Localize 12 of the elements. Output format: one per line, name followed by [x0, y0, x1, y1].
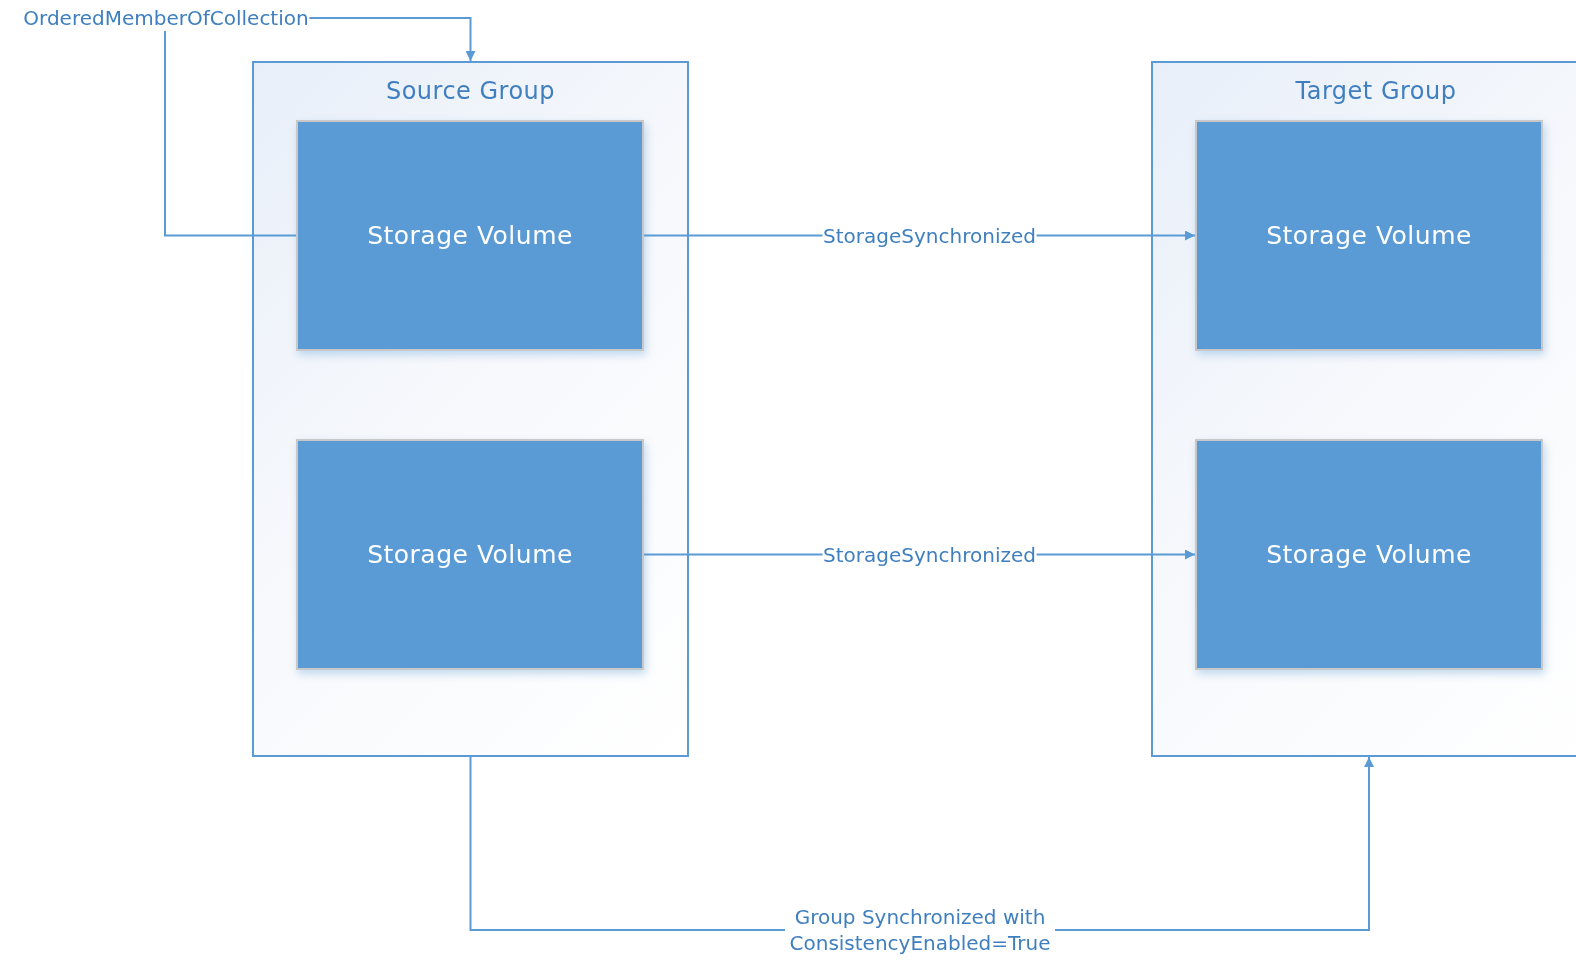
group-container: [252, 61, 689, 757]
group-container: [1151, 61, 1576, 757]
volume-box: [1195, 120, 1543, 351]
volume-box: [1195, 439, 1543, 670]
volume-label: Storage Volume: [1266, 221, 1472, 250]
volume-box: [296, 439, 644, 670]
volume-box: [296, 120, 644, 351]
volume-label: Storage Volume: [1266, 540, 1472, 569]
volume-label: Storage Volume: [367, 540, 573, 569]
volume-label: Storage Volume: [367, 221, 573, 250]
group-title: Target Group: [1294, 77, 1458, 105]
group-title: Source Group: [384, 77, 557, 105]
